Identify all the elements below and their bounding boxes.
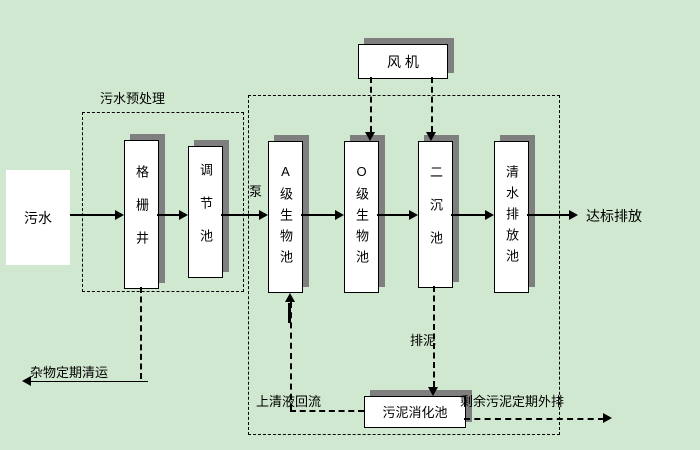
fan-air-arrow-left-head — [365, 132, 375, 141]
fan-box: 风 机 — [358, 44, 448, 79]
arrow-secondary-to-clearwater-head — [485, 210, 494, 220]
pump-label: 泵 — [249, 184, 263, 199]
pretreatment-dashed-box — [82, 112, 244, 292]
arrow-abio-to-obio-head — [335, 210, 344, 220]
arrow-regulating-to-abio-head — [259, 210, 268, 220]
secondary-sedimentation-box: 二沉池 — [418, 141, 453, 288]
debris-removal-label: 杂物定期清运 — [30, 365, 109, 380]
excess-sludge-arrow-line — [464, 418, 604, 420]
regulating-tank-box: 调节池 — [188, 146, 223, 278]
arrow-influent-to-gridwell-head — [115, 210, 124, 220]
debris-removal-vline — [140, 287, 142, 379]
excess-sludge-arrow-head — [603, 413, 612, 423]
arrow-gridwell-to-regulating-head — [179, 210, 188, 220]
arrow-regulating-to-abio-line — [221, 214, 259, 216]
excess-sludge-label: 剩余污泥定期外排 — [460, 394, 565, 409]
supernatant-return-hline — [290, 410, 364, 412]
supernatant-return-label: 上清液回流 — [256, 394, 322, 409]
biological-treatment-dashed-box — [248, 95, 560, 435]
pretreatment-label: 污水预处理 — [100, 91, 166, 106]
arrow-abio-to-obio-line — [301, 214, 335, 216]
fan-air-arrow-right-line — [431, 77, 433, 132]
debris-removal-hline — [30, 381, 148, 382]
sludge-discharge-label: 排泥 — [410, 333, 437, 348]
influent-box: 污水 — [6, 170, 70, 265]
arrow-gridwell-to-regulating-line — [157, 214, 179, 216]
supernatant-return-mark — [288, 303, 291, 323]
effluent-label: 达标排放 — [586, 208, 642, 224]
arrow-obio-to-secondary-line — [377, 214, 409, 216]
sludge-digester-box: 污泥消化池 — [364, 396, 466, 428]
arrow-secondary-to-clearwater-line — [451, 214, 485, 216]
a-bio-tank-box: A级生物池 — [268, 141, 303, 293]
arrow-clearwater-to-effluent-head — [569, 210, 578, 220]
supernatant-return-head — [285, 293, 295, 302]
fan-air-arrow-left-line — [370, 77, 372, 132]
grid-well-box: 格栅井 — [124, 140, 159, 289]
debris-removal-head — [22, 376, 31, 386]
arrow-obio-to-secondary-head — [409, 210, 418, 220]
sludge-discharge-arrow-line — [433, 286, 435, 387]
fan-air-arrow-right-head — [426, 132, 436, 141]
clear-water-discharge-box: 清水排放池 — [494, 141, 529, 293]
o-bio-tank-box: O级生物池 — [344, 141, 379, 293]
arrow-clearwater-to-effluent-line — [527, 214, 569, 216]
arrow-influent-to-gridwell-line — [70, 214, 115, 216]
sludge-discharge-arrow-head — [428, 387, 438, 396]
supernatant-return-vline — [290, 302, 292, 410]
